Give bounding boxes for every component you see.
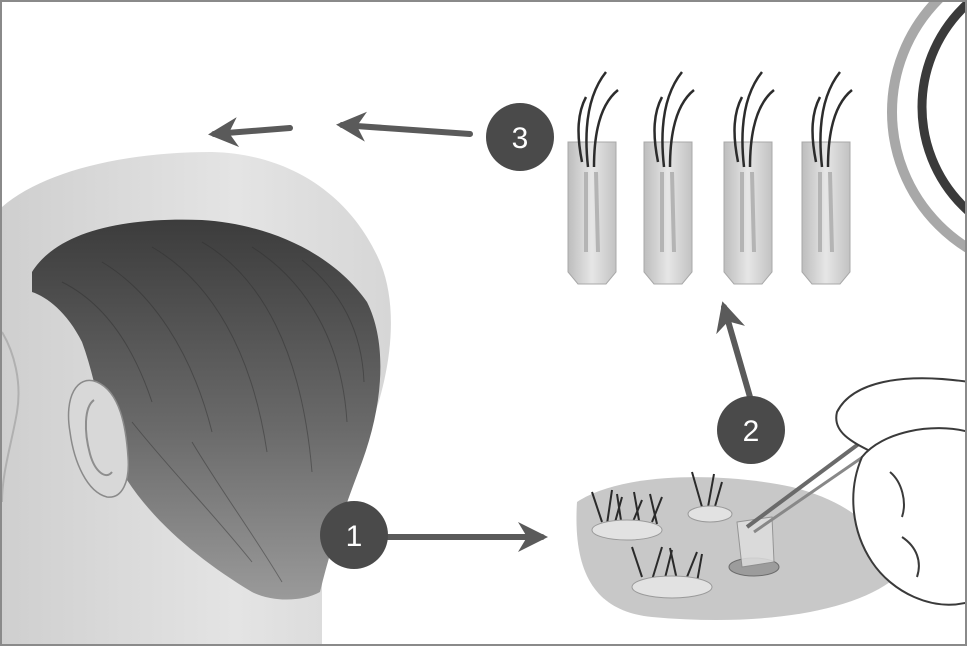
follicle-unit [644,72,694,284]
follicle-unit [802,72,852,284]
follicular-units [568,72,852,284]
step-badge-2: 2 [717,396,785,464]
step-number: 1 [346,520,363,553]
follicle-unit [568,72,618,284]
extracted-graft [737,517,774,567]
follicle-unit [724,72,774,284]
step-badge-1: 1 [320,501,388,569]
arrow-step-3 [342,125,470,134]
magnifier-ring [892,2,967,272]
arrow-step-2 [724,307,750,397]
step-badge-3: 3 [486,103,554,171]
head-illustration [2,152,391,646]
arrow-step-3-tail [214,128,290,134]
step-number: 2 [743,415,760,448]
step-number: 3 [512,122,529,155]
